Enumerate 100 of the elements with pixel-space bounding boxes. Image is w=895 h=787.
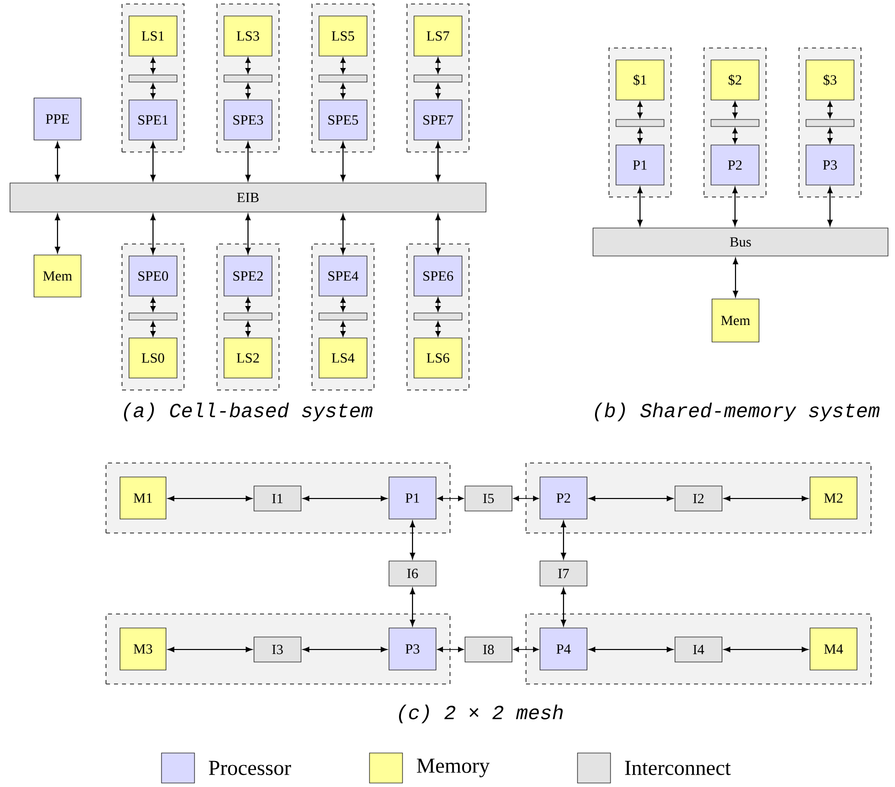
interconnect-bar [128, 312, 178, 320]
arrow [437, 646, 464, 652]
legend-label: Memory [416, 758, 490, 778]
memory-box: LS5 [318, 16, 368, 56]
memory-box: M4 [810, 628, 858, 670]
processor-box: SPE7 [414, 100, 462, 140]
arrow [340, 57, 346, 74]
arrow [637, 186, 643, 226]
bus-bar: Bus [592, 228, 888, 256]
memory-box: LS1 [128, 16, 178, 56]
arrow [435, 321, 441, 337]
arrow [168, 646, 252, 652]
arrow [435, 142, 441, 182]
arrow [724, 496, 808, 502]
arrow [54, 142, 60, 182]
arrow [513, 496, 539, 502]
interconnect-box: I2 [674, 486, 722, 512]
interconnect-bar [806, 119, 854, 127]
arrow [340, 142, 346, 182]
processor-box: P1 [388, 476, 436, 520]
arrow [827, 101, 833, 118]
arrow [435, 57, 441, 74]
memory-box: $2 [710, 60, 760, 100]
arrow [54, 214, 60, 254]
interconnect-bar [318, 312, 368, 320]
arrow [732, 258, 738, 298]
caption: (a) Cell-based system [124, 402, 372, 422]
processor-box: PPE [34, 98, 82, 140]
processor-box: SPE5 [318, 100, 368, 140]
memory-box: LS4 [318, 338, 368, 378]
arrow [637, 128, 643, 144]
legend-label: Interconnect [625, 760, 731, 776]
processor-box: P4 [540, 628, 588, 670]
arrow [560, 588, 566, 626]
arrow [560, 520, 566, 560]
memory-box: LS2 [224, 338, 272, 378]
processor-box: P3 [806, 144, 854, 186]
arrow [150, 142, 156, 182]
interconnect-box: I5 [464, 486, 512, 512]
arrow [827, 128, 833, 144]
interconnect-box: I6 [388, 560, 436, 586]
arrow [150, 214, 156, 254]
arrow [245, 214, 251, 254]
processor-box: SPE0 [128, 256, 178, 296]
processor-box: P2 [710, 144, 760, 186]
arrow [437, 496, 464, 502]
interconnect-box: I4 [674, 636, 722, 662]
interconnect-bar [318, 74, 368, 82]
arrow [513, 646, 539, 652]
interconnect-bar [616, 119, 664, 127]
caption: (b) Shared-memory system [595, 402, 880, 422]
legend-label: Processor [208, 760, 292, 776]
arrow [150, 321, 156, 337]
arrow [588, 496, 674, 502]
arrow [637, 101, 643, 118]
memory-box: LS6 [414, 338, 462, 378]
arrow [168, 496, 252, 502]
arrow [340, 297, 346, 312]
arrow [245, 297, 251, 312]
processor-box: P2 [540, 476, 588, 520]
arrow [410, 588, 416, 626]
arrow [435, 214, 441, 254]
processor-box: SPE6 [414, 256, 462, 296]
interconnect-bar [224, 74, 272, 82]
arrow [435, 297, 441, 312]
interconnect-box: I3 [254, 636, 302, 662]
interconnect-bar [224, 312, 272, 320]
memory-box: LS3 [224, 16, 272, 56]
processor-box: SPE2 [224, 256, 272, 296]
arrow [245, 57, 251, 74]
arrow [245, 321, 251, 337]
arrow [732, 101, 738, 118]
arrow [732, 128, 738, 144]
interconnect-box: I8 [464, 636, 512, 662]
processor-box: SPE4 [318, 256, 368, 296]
arrow [302, 646, 388, 652]
memory-box: M1 [120, 476, 166, 520]
memory-box: Mem [34, 254, 82, 298]
memory-box: $1 [616, 60, 664, 100]
processor-box: P1 [616, 144, 664, 186]
arrow [150, 57, 156, 74]
processor-box: P3 [388, 628, 436, 670]
processor-box: SPE1 [128, 100, 178, 140]
arrow [410, 520, 416, 560]
interconnect-bar [414, 74, 462, 82]
memory-box: M2 [810, 476, 858, 520]
interconnect-bar [414, 312, 462, 320]
arrow [340, 321, 346, 337]
arrow [435, 83, 441, 99]
arrow [150, 83, 156, 99]
arrow [340, 214, 346, 254]
memory-box: LS0 [128, 338, 178, 378]
memory-box: LS7 [414, 16, 462, 56]
interconnect-bar [710, 119, 760, 127]
arrow [588, 646, 674, 652]
processor-box: SPE3 [224, 100, 272, 140]
memory-box: $3 [806, 60, 854, 100]
arrow [340, 83, 346, 99]
arrow [724, 646, 808, 652]
arrow [732, 186, 738, 226]
